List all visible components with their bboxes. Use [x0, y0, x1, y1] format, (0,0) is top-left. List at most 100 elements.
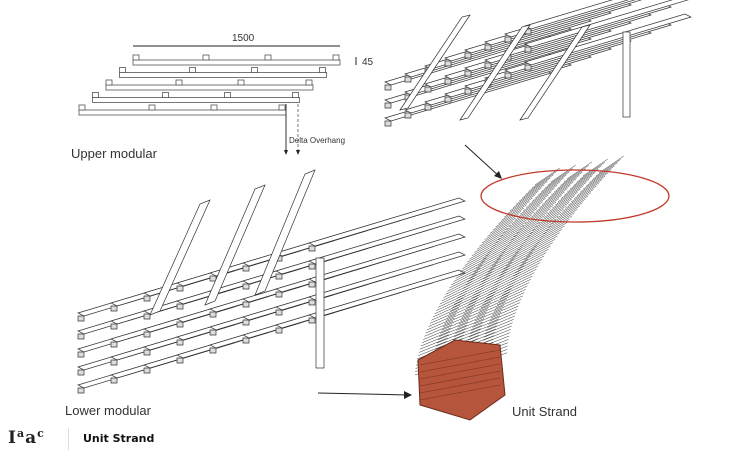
strand-member [463, 301, 491, 315]
strand-member [418, 344, 447, 356]
strand-member [483, 265, 511, 280]
strand-member [540, 205, 567, 222]
strand-member [535, 212, 562, 228]
upper-bar-block [264, 54, 272, 61]
strand-member [487, 315, 515, 328]
overhang-arrows [284, 150, 300, 155]
iaac-logo: Iaac [8, 427, 45, 448]
strand-member [482, 332, 511, 344]
strand-member [468, 325, 497, 338]
strand-member [528, 174, 554, 192]
strand-member [496, 292, 525, 306]
strand-member [458, 311, 487, 325]
strand-member [439, 324, 467, 337]
strand-member [505, 275, 533, 290]
strand-member [484, 224, 511, 240]
strand-member [497, 265, 525, 280]
strand-member [556, 202, 583, 219]
strand-member [528, 188, 555, 205]
strand-member [471, 318, 499, 331]
timber-end [242, 283, 250, 290]
strand-member [562, 195, 589, 212]
strand-member [441, 318, 470, 331]
strand-member [500, 221, 527, 237]
timber-member [308, 269, 466, 319]
strand-member [506, 197, 533, 215]
strand-member [531, 184, 558, 202]
timber-end [464, 88, 472, 95]
strand-member [467, 328, 496, 341]
timber-end [77, 369, 85, 376]
timber-member [524, 0, 689, 48]
strand-member [560, 168, 586, 186]
strand-member [483, 325, 512, 338]
strand-member [490, 305, 519, 319]
strand-member [492, 302, 520, 315]
timber-end [209, 311, 217, 318]
timber-end [444, 96, 452, 103]
strand-member [453, 325, 482, 338]
strand-member [457, 261, 485, 276]
strand-member [550, 164, 576, 183]
strand-member [576, 179, 603, 196]
strand-member [469, 322, 498, 335]
strand-member [517, 201, 543, 218]
timber-member [308, 215, 466, 265]
timber-cross-member [519, 24, 591, 121]
strand-member [499, 262, 527, 277]
upper-bar [92, 97, 300, 103]
timber-end [77, 333, 85, 340]
strand-member [477, 302, 506, 315]
timber-end [275, 273, 283, 280]
strand-member [452, 294, 480, 308]
strand-member [487, 258, 515, 273]
strand-member [538, 191, 565, 209]
upper-bar-block [319, 67, 326, 73]
strand-member [491, 251, 519, 267]
strand-member [540, 222, 568, 238]
strand-member [526, 242, 553, 257]
timber-end [424, 104, 432, 111]
strand-member [533, 232, 560, 248]
strand-member [505, 252, 533, 267]
upper-bar [119, 72, 327, 78]
strand-member [538, 178, 564, 196]
strand-member [557, 171, 583, 189]
timber-end [242, 319, 250, 326]
strand-member [459, 257, 487, 273]
strand-member [513, 221, 541, 238]
strand-member [469, 244, 496, 260]
strand-member [479, 271, 507, 286]
strand-member [462, 254, 489, 269]
upper-bar-block [119, 67, 126, 73]
strand-member [548, 212, 575, 228]
strand-member [478, 251, 505, 266]
lower-modular-drawing [77, 169, 466, 394]
timber-end [110, 359, 118, 366]
timber-end [524, 46, 532, 53]
strand-member [429, 311, 458, 324]
timber-end [424, 86, 432, 93]
strand-member [514, 204, 541, 221]
strand-member [463, 274, 491, 289]
strand-member [524, 225, 552, 241]
strand-member [498, 241, 526, 257]
strand-member [516, 218, 543, 234]
upper-bar-block [251, 67, 258, 73]
strand-member [493, 272, 521, 286]
strand-member [426, 317, 455, 331]
strand-member [481, 227, 509, 244]
strand-member [549, 195, 575, 212]
timber-end [143, 295, 151, 302]
strand-member [523, 245, 551, 261]
strand-member [435, 334, 464, 347]
timber-end [444, 60, 452, 67]
strand-member [473, 258, 501, 273]
timber-end [110, 305, 118, 312]
upper-modular-title: Upper modular [71, 146, 157, 161]
timber-end [484, 62, 492, 69]
strand-member [428, 314, 456, 327]
strand-member [515, 259, 543, 274]
timber-end [209, 347, 217, 354]
strand-member [511, 208, 538, 225]
